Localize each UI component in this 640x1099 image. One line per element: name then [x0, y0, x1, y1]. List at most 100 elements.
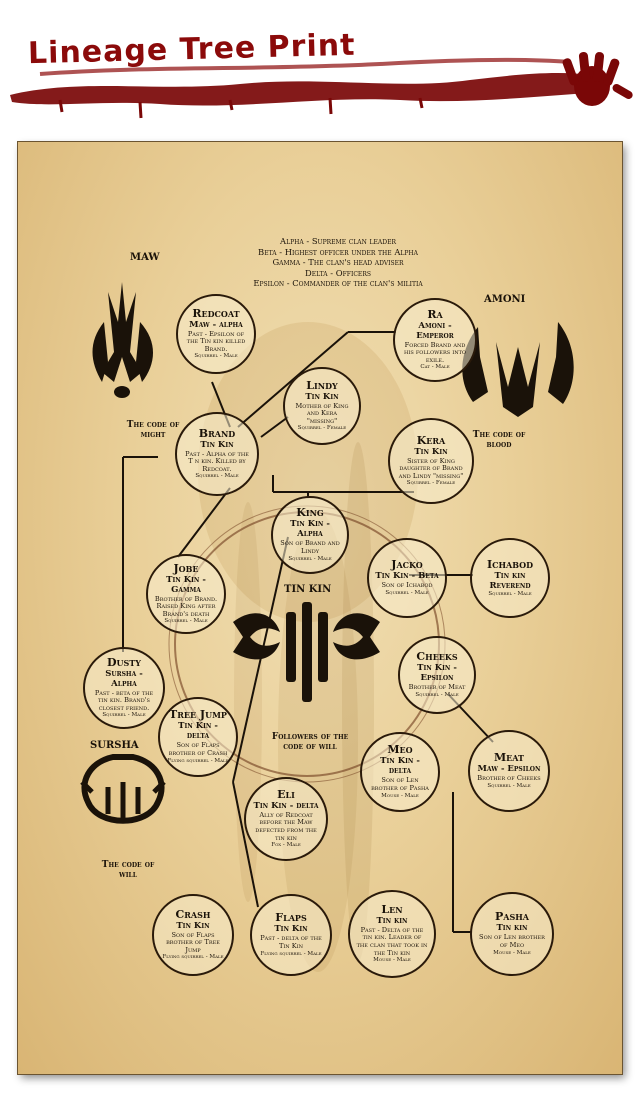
node-desc: Son of Ichabod: [381, 581, 433, 590]
node-desc: Past - Alpha of the T n kin. Killed by R…: [185, 449, 249, 473]
node-desc: Past - delta of the Tin Kin: [260, 934, 322, 950]
faction-code-sursha: The code of will: [101, 860, 155, 880]
node-role: Tin Kin: [200, 439, 234, 450]
node-role: Tin Kin - delta: [178, 721, 218, 742]
node-desc: Brother of Cheeks: [477, 774, 541, 783]
node-species: Squirrel - Male: [164, 618, 208, 625]
node-desc: Mother of King and Kera "missing": [295, 401, 349, 425]
legend-item: Gamma - The clan's head adviser: [272, 257, 404, 268]
node-role: Tin Kin: [274, 924, 308, 935]
node-name: King: [296, 506, 324, 520]
node-role: Tin Kin - Beta: [375, 571, 439, 582]
node-name: Kera: [416, 433, 446, 447]
node-name: Pasha: [494, 910, 530, 924]
legend-item: Epsilon - Commander of the clan's militi…: [253, 278, 423, 289]
node-pasha: Pasha Tin kin Son of Len brother of Meo …: [470, 892, 554, 976]
faction-code-maw: The code of might: [126, 420, 180, 440]
node-kera: Kera Tin Kin Sister of King daughter of …: [388, 418, 474, 504]
node-tree-jump: Tree Jump Tin Kin - delta Son of Flaps b…: [158, 697, 238, 777]
node-species: Squirrel - Female: [406, 480, 456, 487]
rank-legend: Alpha - Supreme clan leader Beta - Highe…: [188, 236, 488, 289]
node-name: Crash: [175, 907, 211, 921]
node-species: Mouse - Male: [493, 949, 531, 956]
node-desc: Brother of Meat: [408, 683, 466, 692]
node-role: Amoni - Emperor: [416, 320, 454, 341]
node-species: Squirrel - Male: [102, 712, 146, 719]
node-name: Tree Jump: [169, 708, 227, 722]
maw-sigil-icon: [92, 282, 153, 398]
node-name: Ichabod: [486, 557, 534, 571]
node-name: Cheeks: [416, 650, 458, 664]
node-len: Len Tin kin Past - Delta of the tin kin.…: [348, 890, 436, 978]
node-species: Squirrel - Male: [288, 555, 332, 562]
node-role: Tin Kin - Alpha: [290, 519, 330, 540]
node-role: Tin Kin: [305, 391, 339, 402]
node-species: Flying squirrel - Male: [162, 954, 224, 961]
node-role: Tin Kin: [414, 446, 448, 457]
node-desc: Ally of Redcoat before the Maw defected …: [255, 810, 317, 842]
node-name: Lindy: [306, 378, 338, 392]
faction-name-sursha: SURSHA: [90, 740, 139, 751]
faction-code-tin-kin: Followers of the code of will: [271, 732, 349, 752]
node-desc: Son of Brand and Lindy: [280, 539, 340, 555]
amoni-sigil-icon: [462, 322, 574, 417]
node-desc: Son of Flaps brother of Tree Jump: [166, 930, 220, 954]
node-lindy: Lindy Tin Kin Mother of King and Kera "m…: [283, 367, 361, 445]
node-ra: Ra Amoni - Emperor Forced Brand and his …: [393, 298, 477, 382]
node-role: Maw - alpha: [189, 319, 243, 330]
node-name: Meat: [494, 751, 524, 765]
node-species: Flying squirrel - Male: [260, 950, 322, 957]
node-desc: Past - Epsilon of the Tin kin killed Bra…: [186, 329, 246, 353]
node-eli: Eli Tin Kin - delta Ally of Redcoat befo…: [244, 777, 328, 861]
node-species: Mouse - Male: [381, 792, 419, 799]
node-jobe: Jobe Tin Kin - Gamma Brother of Brand. R…: [146, 554, 226, 634]
node-role: Tin Kin - Epsilon: [417, 663, 457, 684]
blood-smear-icon: [10, 51, 633, 119]
node-species: Fox - Male: [271, 842, 301, 849]
faction-name-amoni: AMONI: [484, 294, 526, 305]
node-desc: Past - Delta of the tin kin. Leader of t…: [356, 925, 428, 957]
node-redcoat: Redcoat Maw - alpha Past - Epsilon of th…: [176, 294, 256, 374]
node-role: Tin Kin: [176, 920, 210, 931]
node-name: Len: [381, 902, 403, 916]
node-name: Brand: [198, 426, 236, 440]
node-desc: Brother of Brand. Raised King after Bran…: [154, 594, 218, 618]
node-species: Cat - Male: [420, 364, 450, 371]
node-name: Jobe: [173, 561, 199, 575]
node-dusty: Dusty Sursha - Alpha Past - beta of the …: [83, 647, 165, 729]
node-name: Ra: [427, 307, 443, 321]
header: Lineage Tree Print: [0, 0, 640, 130]
node-species: Squirrel - Male: [385, 589, 429, 596]
node-role: Tin Kin - delta: [380, 756, 420, 777]
node-name: Meo: [387, 743, 413, 757]
faction-name-maw: MAW: [130, 252, 160, 263]
faction-code-amoni: The code of blood: [472, 430, 526, 450]
node-role: Tin Kin - delta: [253, 800, 319, 811]
node-species: Squirrel - Male: [194, 353, 238, 360]
lineage-poster: Alpha - Supreme clan leader Beta - Highe…: [18, 142, 622, 1074]
node-species: Flying squirrel - Male: [167, 757, 229, 764]
node-king: King Tin Kin - Alpha Son of Brand and Li…: [271, 496, 349, 574]
node-name: Eli: [277, 787, 295, 801]
legend-item: Delta - Officers: [305, 267, 371, 278]
node-desc: Son of Len brother of Pasha: [371, 776, 429, 792]
node-species: Squirrel - Female: [297, 425, 347, 432]
node-role: Sursha - Alpha: [105, 668, 143, 689]
sursha-sigil-icon: [80, 754, 166, 824]
node-name: Dusty: [107, 655, 141, 669]
node-species: Squirrel - Male: [488, 590, 532, 597]
tin-kin-sigil-icon: [233, 602, 380, 702]
node-role: Tin kin: [496, 923, 528, 934]
legend-item: Alpha - Supreme clan leader: [280, 236, 396, 246]
node-desc: Son of Len brother of Meo: [479, 933, 545, 949]
handprint-icon: [562, 51, 633, 106]
node-name: Redcoat: [192, 306, 240, 320]
node-desc: Forced Brand and his followers into exil…: [403, 340, 467, 364]
node-meat: Meat Maw - Epsilon Brother of Cheeks Squ…: [468, 730, 550, 812]
node-species: Squirrel - Male: [415, 691, 459, 698]
node-meo: Meo Tin Kin - delta Son of Len brother o…: [360, 732, 440, 812]
node-role: Tin kin Reverend: [489, 570, 531, 591]
node-role: Maw - Epsilon: [477, 764, 541, 775]
node-flaps: Flaps Tin Kin Past - delta of the Tin Ki…: [250, 894, 332, 976]
node-crash: Crash Tin Kin Son of Flaps brother of Tr…: [152, 894, 234, 976]
